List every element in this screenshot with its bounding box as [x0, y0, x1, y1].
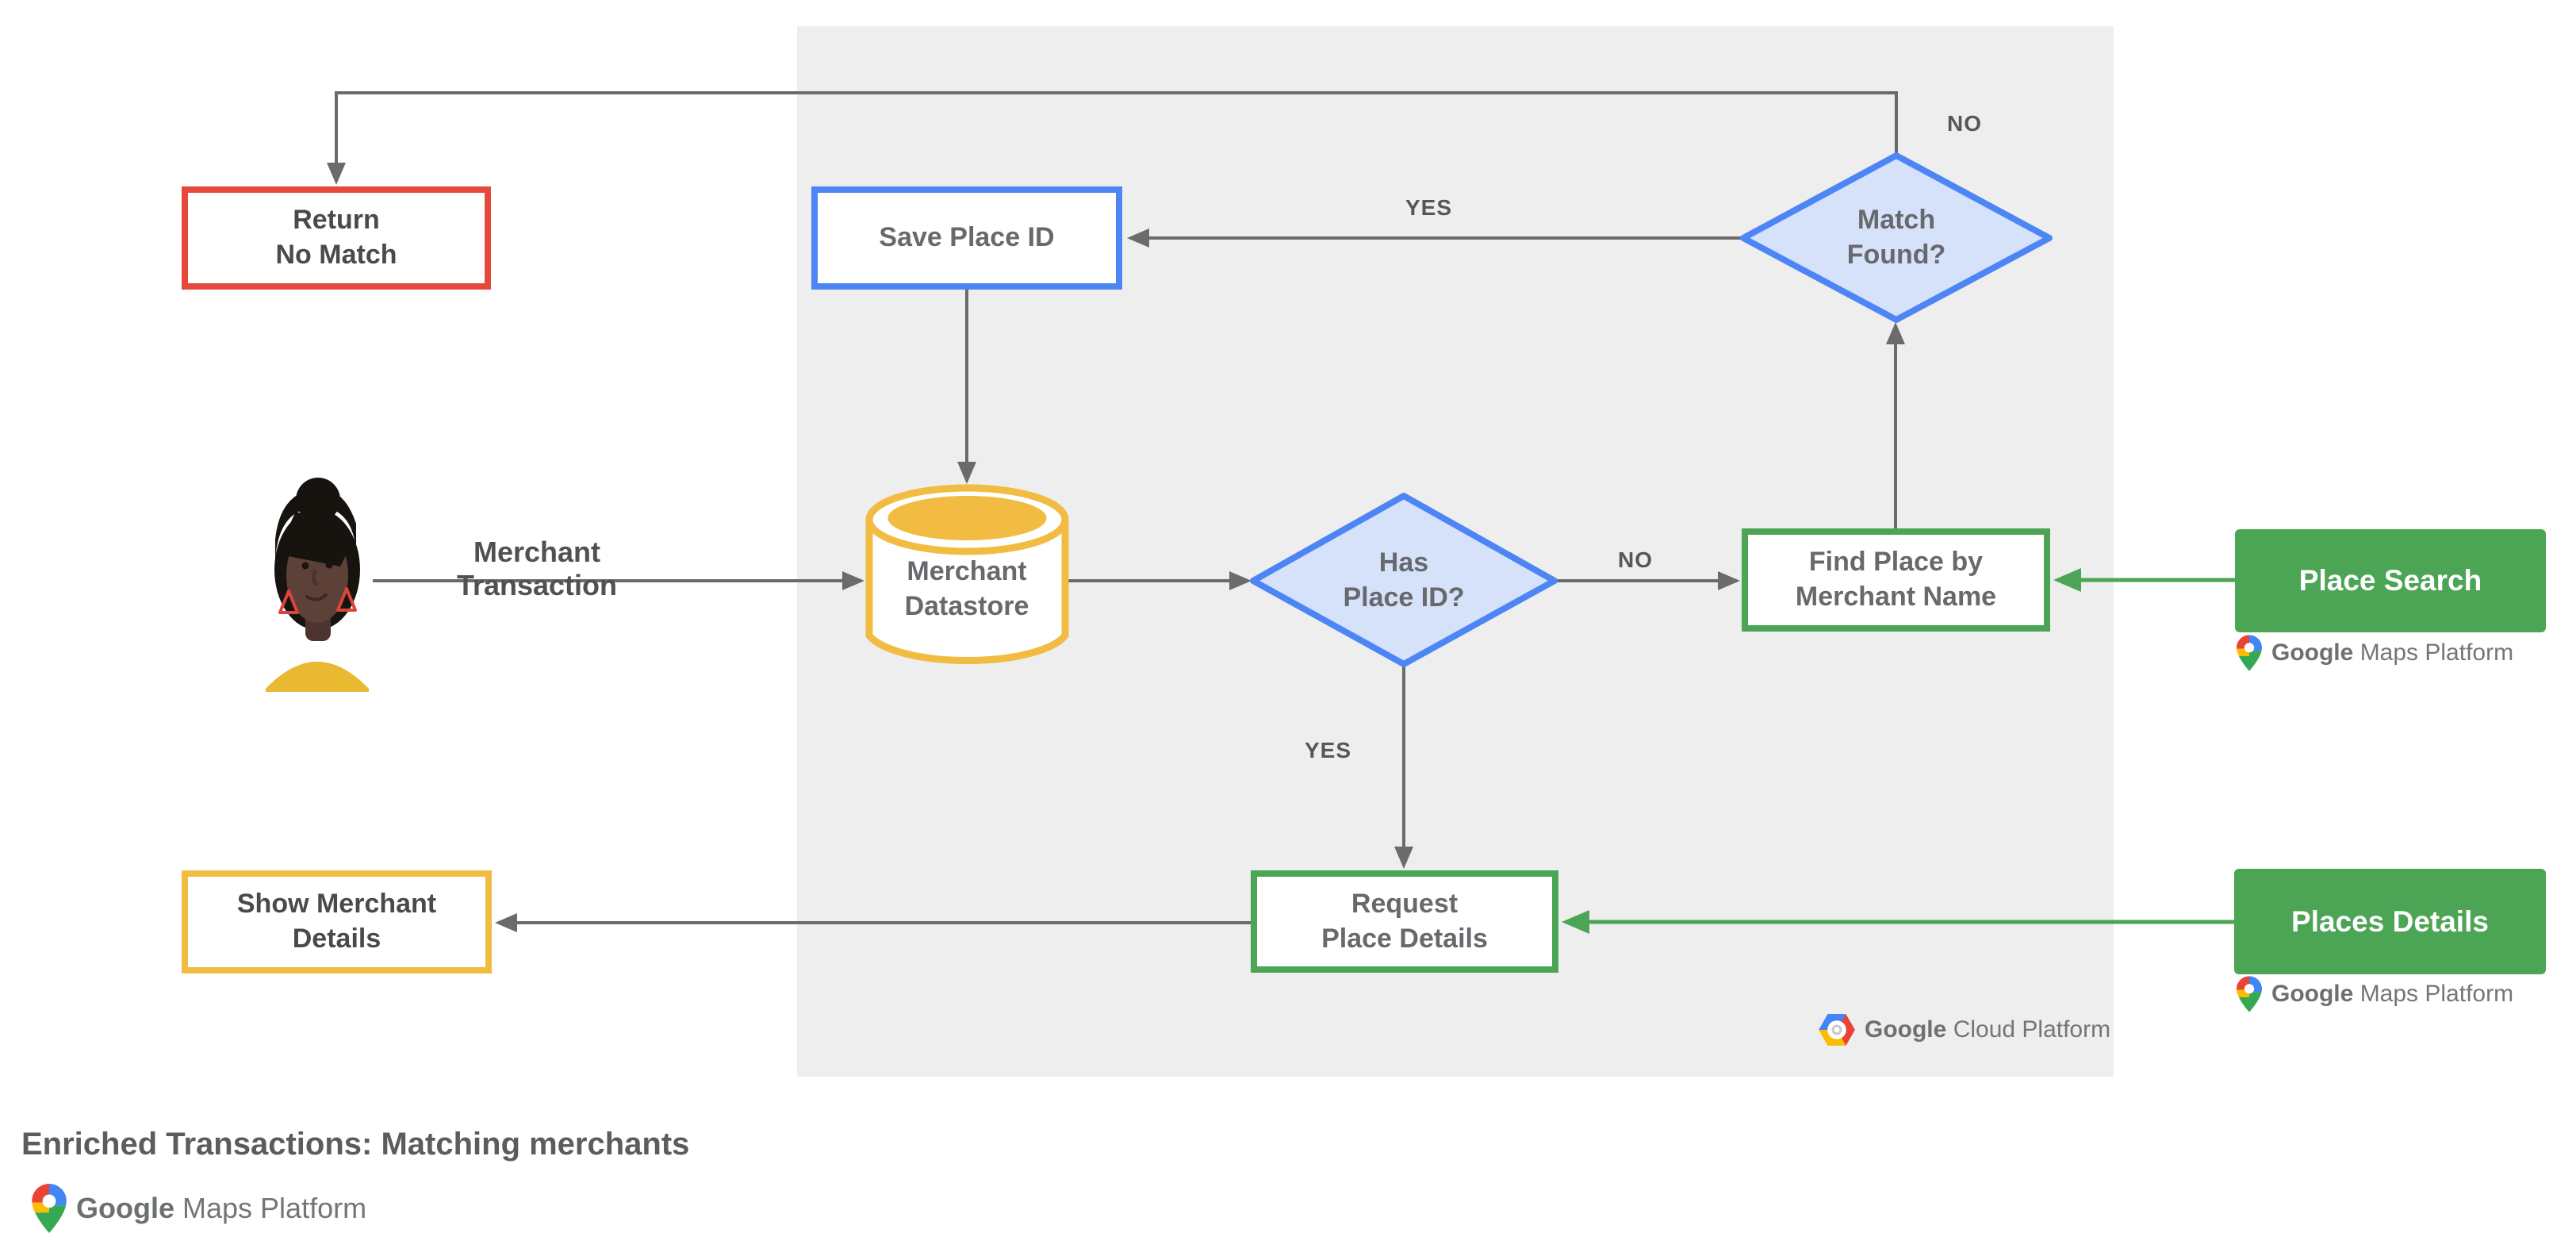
merchant-datastore-label: Merchant Datastore: [904, 556, 1029, 621]
api-places-details: Places Details: [2234, 869, 2546, 974]
match-found-label: Match Found?: [1846, 205, 1946, 270]
google-maps-pin-icon: [2237, 976, 2262, 1012]
google-cloud-hexagon-icon: [1819, 1014, 1855, 1046]
node-request-place-details: Request Place Details: [1251, 870, 1558, 973]
node-show-merchant-details: Show Merchant Details: [182, 870, 492, 974]
edge-label-no-find: NO: [1618, 547, 1653, 572]
google-maps-pin-icon: [32, 1184, 67, 1233]
edge-label-yes-save: YES: [1405, 195, 1453, 220]
gmp-brand-places-details: Google Maps Platform: [2237, 976, 2513, 1012]
gmp-brand-footer: Google Maps Platform: [32, 1184, 366, 1233]
gmp-wordmark: Google Maps Platform: [2271, 639, 2514, 666]
node-find-place-by-merchant-name: Find Place by Merchant Name: [1742, 528, 2050, 632]
gmp-brand-place-search: Google Maps Platform: [2237, 635, 2513, 671]
api-place-search: Place Search: [2235, 529, 2546, 632]
gcp-wordmark: Google Cloud Platform: [1865, 1016, 2111, 1043]
gmp-wordmark: Google Maps Platform: [76, 1192, 367, 1224]
has-place-id-label: Has Place ID?: [1343, 547, 1465, 613]
edge-label-no-return: NO: [1947, 111, 1982, 136]
edge-label-yes-request: YES: [1305, 738, 1352, 762]
gcp-brand: Google Cloud Platform: [1819, 1014, 2110, 1046]
google-maps-pin-icon: [2237, 635, 2262, 671]
node-save-place-id: Save Place ID: [811, 186, 1122, 290]
merchant-user-avatar: [266, 478, 369, 692]
merchant-transaction-label: Merchant Transaction: [456, 536, 618, 601]
gmp-wordmark: Google Maps Platform: [2271, 981, 2514, 1007]
node-return-no-match: Return No Match: [182, 186, 491, 290]
diagram-title: Enriched Transactions: Matching merchant…: [21, 1127, 690, 1162]
